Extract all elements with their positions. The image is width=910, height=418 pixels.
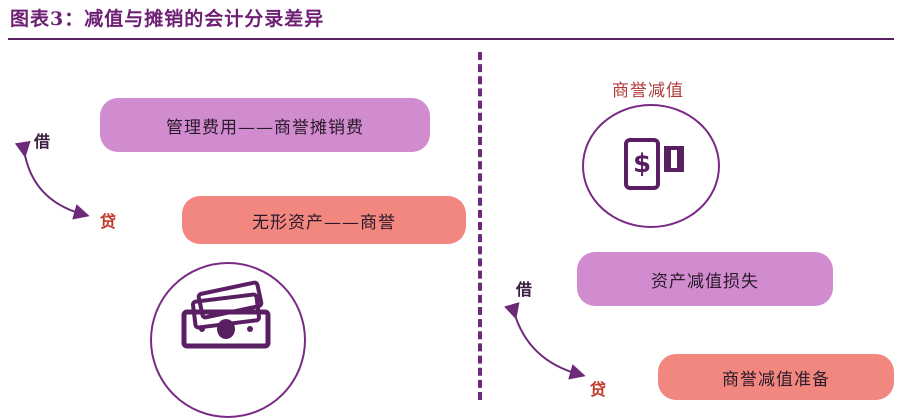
- right-debit-label: 借: [516, 280, 533, 299]
- title-underline: [8, 38, 894, 40]
- left-credit-entry: 无形资产——商誉: [182, 196, 466, 244]
- right-credit-label: 贷: [590, 380, 607, 399]
- right-debit-entry: 资产减值损失: [577, 252, 833, 306]
- figure-title: 图表3：减值与摊销的会计分录差异: [10, 8, 325, 30]
- left-credit-label: 贷: [100, 212, 117, 231]
- left-debit-credit-arrow: [14, 140, 586, 380]
- dashed-divider: [478, 52, 482, 400]
- phone-payment-icon: $: [624, 138, 684, 190]
- left-debit-entry: 管理费用——商誉摊销费: [100, 98, 430, 152]
- svg-text:$: $: [633, 149, 651, 179]
- right-caption: 商誉减值: [612, 81, 684, 101]
- right-icon-circle: [582, 104, 720, 228]
- money-bills-icon: [181, 280, 271, 349]
- right-credit-entry: 商誉减值准备: [658, 354, 894, 400]
